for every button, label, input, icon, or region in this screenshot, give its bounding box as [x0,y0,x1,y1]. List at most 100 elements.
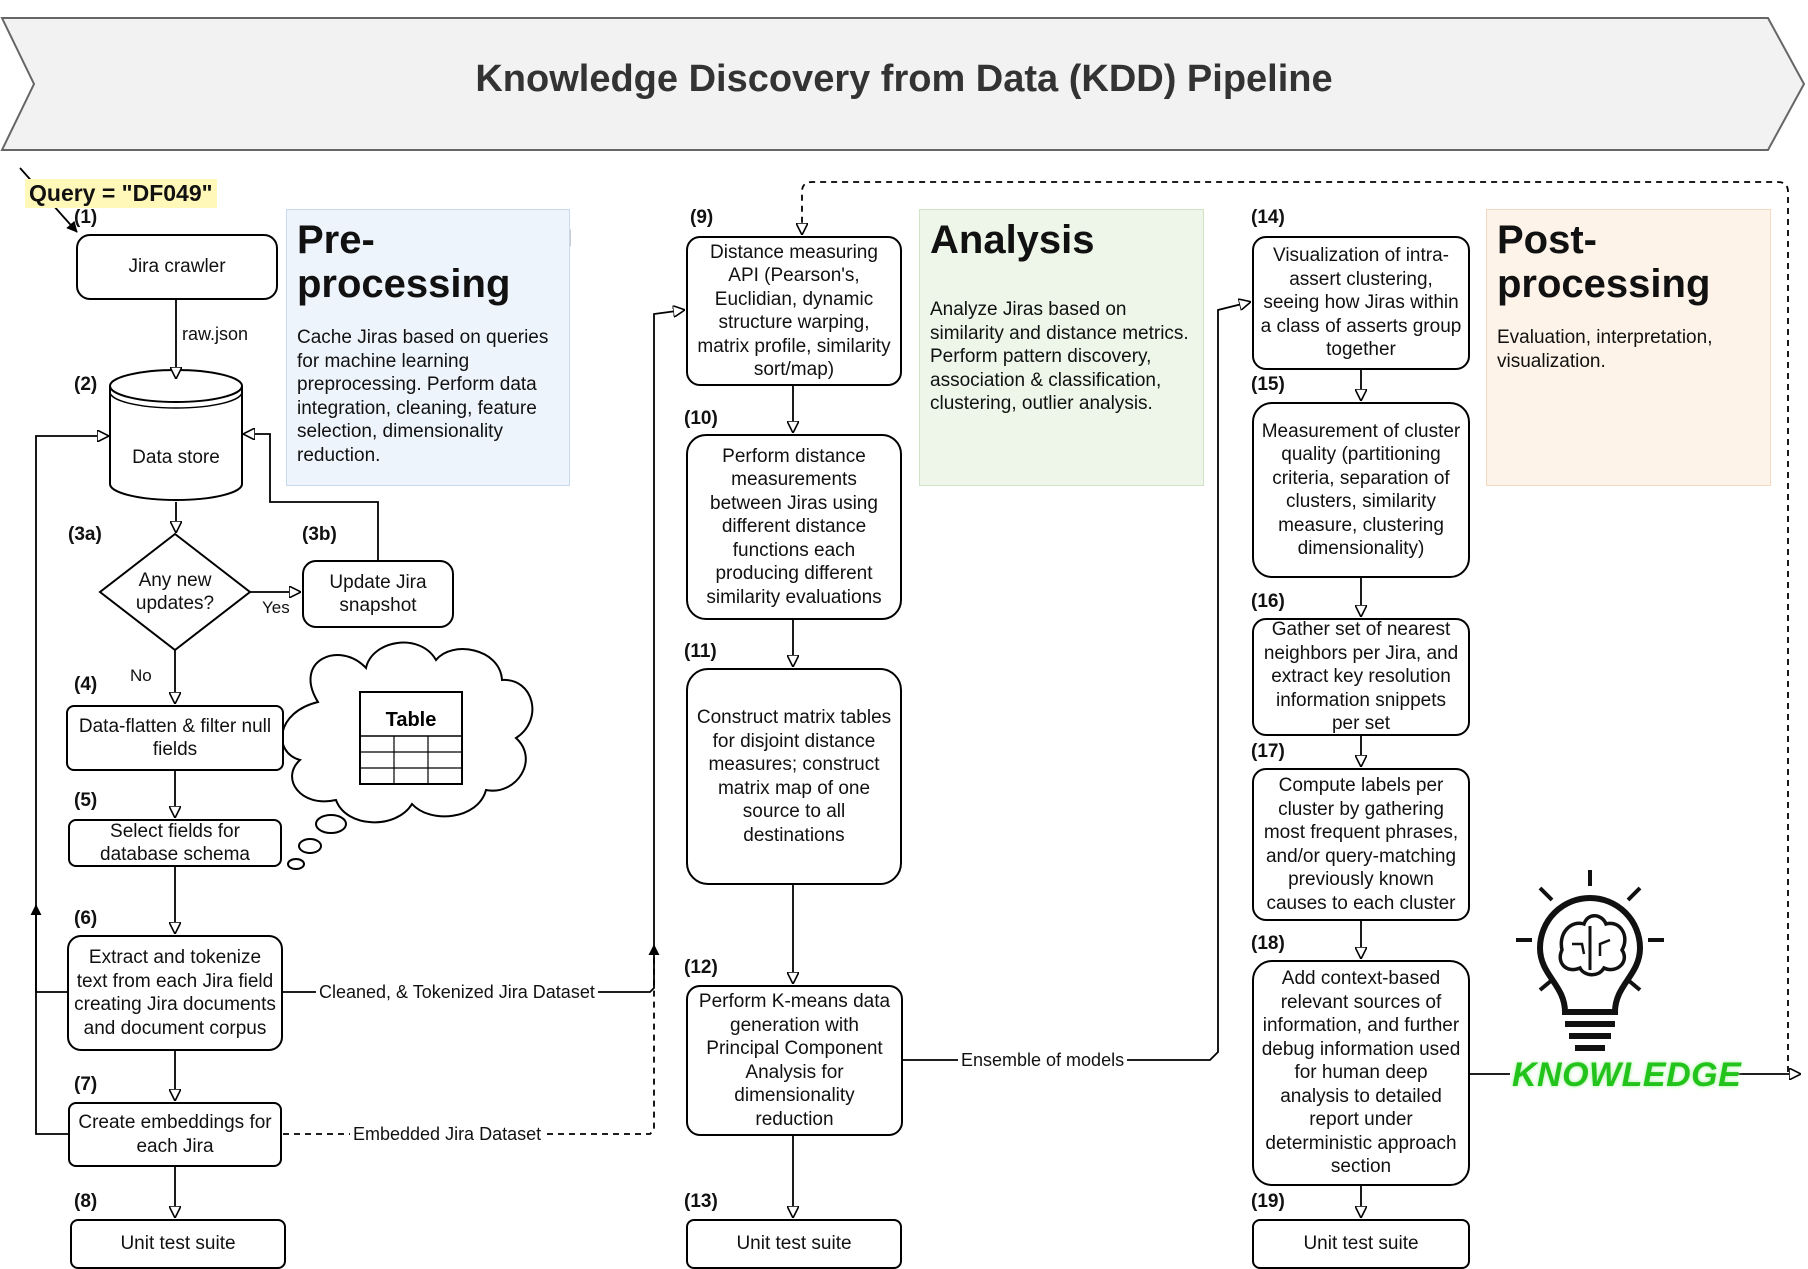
preprocessing-heading-line-2: processing [297,262,511,306]
step-text: each Jira [136,1135,214,1157]
step-text: matrix map of one [717,777,871,799]
step-text: Visualization of intra- [1272,245,1450,267]
preprocessing-panel: Pre- processing Cache Jiras based on que… [286,209,570,486]
step-compute-labels: Compute labels per cluster by gathering … [1252,768,1470,921]
step-text: reduction [755,1108,834,1130]
title-banner [0,17,1806,151]
step-text: section [1330,1156,1392,1178]
edge-loop-7 [30,904,68,1135]
step-number: (19) [1251,1191,1285,1212]
step-text: fields [152,739,198,760]
step-text: quality (partitioning [1281,444,1441,465]
step-text: information snippets [1275,689,1447,711]
step-text: Perform distance [722,445,866,467]
step-text: and/or query-matching [1265,845,1457,867]
step-text: clusters, similarity [1286,491,1436,512]
step-text: analysis to detailed [1280,1085,1442,1107]
step-text: API (Pearson's, [728,265,860,286]
step-text: Add context-based [1281,968,1441,990]
page-title: Knowledge Discovery from Data (KDD) Pipe… [475,58,1333,100]
step-text: Distance measuring [710,241,878,263]
step-jira-crawler: Jira crawler [76,234,278,300]
edge-label-yes: Yes [262,598,290,618]
preprocessing-heading: Pre- processing [297,218,559,306]
step-number: (6) [74,908,98,929]
step-distance-measurements: Perform distance measurements between Ji… [686,434,902,620]
step-text: seeing how Jiras within [1263,292,1459,314]
analysis-panel: Analysis Analyze Jiras based on similari… [919,209,1204,486]
step-number: (10) [684,408,718,429]
step-distance-api: Distance measuring API (Pearson's, Eucli… [686,236,902,386]
step-text: Perform K-means data [698,991,891,1012]
postprocessing-panel: Post- processing Evaluation, interpretat… [1486,209,1771,486]
table-cloud: Table [281,641,534,870]
step-text: destinations [743,824,845,846]
step-text: for disjoint distance [712,730,876,752]
step-text: dimensionality [734,1085,855,1106]
step-text: text from each Jira field [76,970,274,992]
step-text: measurements [731,469,857,491]
step-text: Update Jira [329,571,427,593]
edge-7-9 [283,944,660,1135]
step-text: previously known [1288,869,1434,890]
step-number: (9) [690,207,714,228]
postprocessing-heading-line-2: processing [1497,262,1711,306]
step-text: similarity evaluations [706,586,882,608]
edge-label-ensemble: Ensemble of models [958,1050,1128,1071]
step-text: extract key resolution [1271,666,1451,688]
step-text: Analysis for [745,1061,844,1083]
edge-label-embedded-dataset: Embedded Jira Dataset [350,1124,545,1145]
step-text: Unit test suite [736,1233,852,1255]
step-number: (14) [1251,207,1285,228]
step-data-flatten: Data-flatten & filter null fields [66,705,284,771]
data-store-cylinder [109,369,243,501]
step-text: cluster by gathering [1278,798,1444,820]
table-cloud-label: Table [386,709,437,731]
step-text: generation with [730,1014,859,1036]
analysis-heading: Analysis [930,218,1095,262]
step-number: (13) [684,1191,718,1212]
step-unit-test-suite-13: Unit test suite [686,1219,902,1269]
step-text: sort/map) [753,359,835,380]
step-text: updates? [135,593,215,614]
step-text: Construct matrix tables [696,707,892,728]
step-text: Any new [138,570,212,591]
step-text: causes to each cluster [1266,892,1456,914]
step-unit-test-suite-8: Unit test suite [70,1219,286,1269]
step-text: Jira crawler [128,256,226,278]
step-text: dimensionality) [1297,538,1425,559]
edge-label-cleaned-dataset: Cleaned, & Tokenized Jira Dataset [316,982,598,1003]
step-number: (8) [74,1191,98,1212]
step-text: Principal Component [706,1038,883,1059]
knowledge-label: KNOWLEDGE [1512,1056,1742,1094]
step-number: (4) [74,674,98,695]
step-text: Measurement of cluster [1261,420,1461,442]
step-text: source to all [742,801,846,822]
step-cluster-quality: Measurement of cluster quality (partitio… [1252,402,1470,578]
edge-top-loop [802,181,1789,1072]
step-number: (7) [74,1074,98,1095]
step-text: between Jiras using [710,492,878,514]
postprocessing-heading-line-1: Post- [1497,218,1597,262]
step-text: report under [1309,1109,1413,1131]
preprocessing-description: Cache Jiras based on queries for machine… [297,327,549,466]
analysis-description: Analyze Jiras based on similarity and di… [930,299,1189,414]
step-create-embeddings: Create embeddings for each Jira [68,1102,282,1167]
step-text: Data store [132,447,220,469]
edge-3b-2 [244,434,379,562]
step-number: (2) [74,374,98,395]
step-text: producing different [715,563,873,585]
lightbulb-brain-icon [1516,870,1664,1051]
step-text: neighbors per Jira, and [1263,642,1459,664]
query-label: Query = "DF049" [25,179,217,208]
step-number: (17) [1251,741,1285,762]
step-text: relevant sources of [1280,991,1442,1013]
step-text: information, and further [1262,1015,1460,1037]
preprocessing-heading-line-1: Pre- [297,218,375,262]
postprocessing-heading: Post- processing [1497,218,1760,306]
step-number: (5) [74,790,98,811]
step-text: creating Jira documents [74,994,276,1015]
step-number: (3b) [302,524,337,545]
step-update-jira-snapshot: Update Jira snapshot [302,560,454,628]
